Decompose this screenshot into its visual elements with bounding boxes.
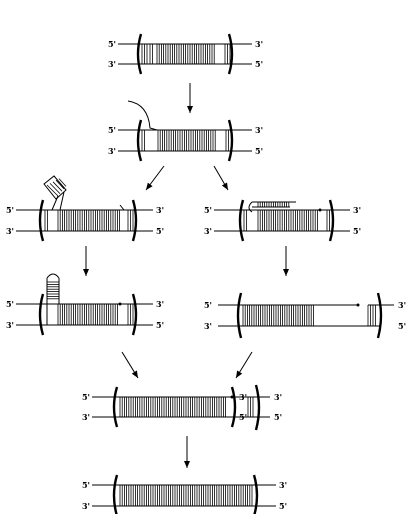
arrow-2-3a [145, 165, 165, 191]
arrow-5-6 [184, 436, 190, 468]
stage-hairpin-left: 5' 3' 3' 5' [6, 175, 164, 242]
arrow-4b-5 [235, 351, 253, 379]
bracket-right [230, 386, 237, 428]
stage-duplex-with-gaps: 5' 3' 3' 5' [108, 33, 263, 75]
hairpin-neck [59, 191, 65, 211]
label-5prime-right: 5' [353, 226, 361, 236]
stage-rejoin: 5'3'3'5'3'5' [82, 384, 282, 431]
label-3prime-left: 3' [108, 59, 116, 69]
arrow-3a-4a-head [83, 269, 89, 276]
stem-loop-top [46, 273, 60, 279]
arrow-2-3b [213, 165, 229, 191]
label-5prime-left: 5' [108, 39, 116, 49]
label-5prime-left: 5' [204, 300, 212, 310]
bracket-left [238, 199, 245, 242]
arrow-5-6-head [184, 461, 190, 468]
hairpin-loop-cap [43, 175, 67, 200]
arrow-1-2-head [187, 106, 193, 113]
stage-flap-displacement: 5' 3' 3' 5' [108, 100, 263, 162]
arrow-4a-5 [121, 351, 139, 379]
stage-folded-loop-right: 5' 3' 3' 5' [204, 199, 361, 242]
label-5prime-left: 5' [6, 299, 14, 309]
bracket-right [376, 292, 383, 339]
bracket-left [112, 386, 119, 428]
bracket-left [38, 199, 45, 242]
arrow-4a-5-head [131, 370, 138, 378]
label-3prime-right: 3' [156, 205, 164, 215]
hairpin-stem-rung [46, 184, 59, 197]
label-3prime-right: 3' [398, 300, 406, 310]
label-3prime-right: 3' [255, 39, 263, 49]
label-5prime-right: 5' [398, 321, 406, 331]
label-3prime-right: 3' [279, 480, 287, 490]
arrow-2-3b-head [221, 182, 228, 190]
label-3prime-left: 3' [6, 320, 14, 330]
hairpin-stem-rung [49, 183, 61, 194]
bracket-left [136, 33, 143, 75]
arrow-3a-4a [83, 246, 89, 276]
label-5prime-right: 5' [156, 226, 164, 236]
displaced-flap-strand [127, 100, 158, 131]
stage-extended-strand: 5' 3' 3' 5' [204, 292, 406, 339]
label-3prime-right: 3' [353, 205, 361, 215]
bracket-right-outer [254, 384, 261, 431]
strand-end-dot [230, 395, 234, 399]
label-5prime-left: 5' [204, 205, 212, 215]
label-3prime-far-right: 3' [274, 392, 282, 402]
label-3prime-left: 3' [82, 412, 90, 422]
label-5prime-left: 5' [108, 125, 116, 135]
label-3prime-left: 3' [82, 501, 90, 511]
bracket-right [131, 199, 138, 242]
strand-end-dot [118, 302, 122, 306]
bracket-left [112, 474, 119, 517]
label-5prime-right: 5' [255, 146, 263, 156]
label-3prime-left: 3' [204, 321, 212, 331]
strand-tip [119, 204, 125, 211]
label-3prime-left: 3' [204, 226, 212, 236]
label-5prime-right: 5' [279, 501, 287, 511]
bracket-right [252, 474, 259, 517]
bracket-right [227, 119, 234, 162]
stage-final-duplex: 5' 3' 3' 5' [82, 474, 287, 517]
arrow-3b-4b [283, 246, 289, 276]
arrow-3b-4b-head [283, 269, 289, 276]
bracket-left [136, 119, 143, 162]
bracket-right [328, 199, 335, 242]
label-3prime-right: 3' [255, 125, 263, 135]
label-3prime-left: 3' [108, 146, 116, 156]
label-5prime-left: 5' [6, 205, 14, 215]
label-5prime-far-right: 5' [274, 412, 282, 422]
arrow-1-2 [187, 83, 193, 113]
bracket-left [38, 293, 45, 336]
hairpin-stem-rung [58, 178, 67, 187]
label-5prime-left: 5' [82, 480, 90, 490]
arrow-4b-5-head [236, 370, 243, 378]
bracket-right [227, 33, 234, 75]
label-5prime-right: 5' [255, 59, 263, 69]
hairpin-neck [51, 195, 59, 211]
label-5prime-right: 5' [156, 320, 164, 330]
strand-end-dot [356, 303, 360, 307]
fold-loop [248, 201, 253, 213]
stage-hairpin-stem: 5' 3' 3' 5' [6, 273, 164, 336]
label-3prime-left: 3' [6, 226, 14, 236]
hairpin-stem-rung [52, 181, 63, 192]
label-5prime-left: 5' [82, 392, 90, 402]
bracket-right [131, 293, 138, 336]
strand-end-dot [318, 208, 322, 212]
hairpin-stem-rung [55, 179, 65, 190]
arrow-2-3a-head [146, 182, 153, 190]
bracket-left [236, 292, 243, 339]
label-3prime-right: 3' [156, 299, 164, 309]
